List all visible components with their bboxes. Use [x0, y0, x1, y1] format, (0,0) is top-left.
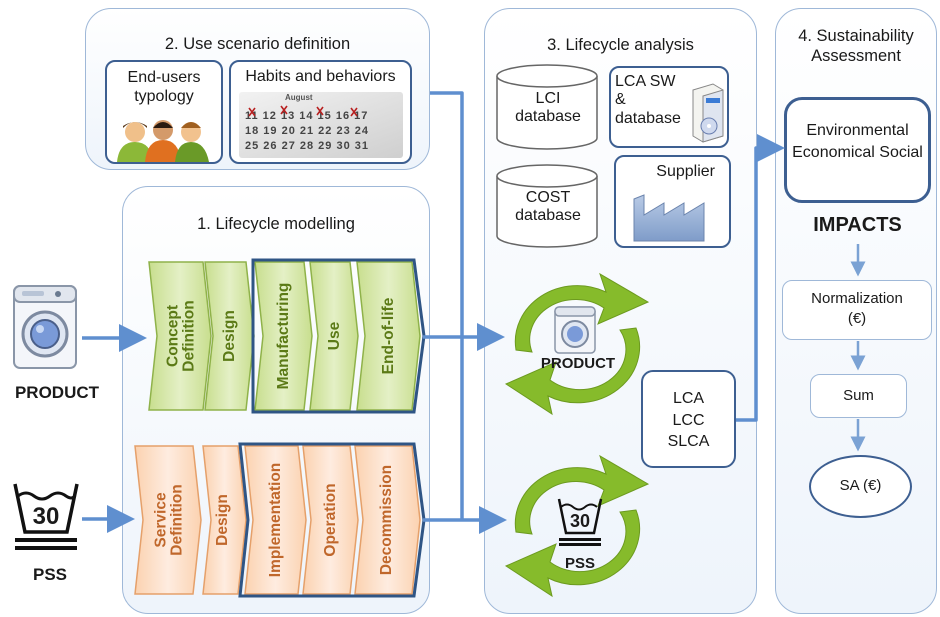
cost-database-cylinder	[496, 164, 598, 248]
end-users-label: End-users typology	[127, 69, 201, 106]
sum-label: Sum	[843, 387, 874, 404]
methods-box: LCA LCC SLCA	[641, 370, 736, 468]
calendar-row-3: 25 26 27 28 29 30 31	[245, 140, 369, 152]
product-cycle-machine-icon	[554, 306, 596, 354]
pss-use-phase-frame	[238, 442, 426, 598]
factory-icon	[633, 194, 705, 242]
supplier-box: Supplier	[614, 155, 731, 248]
pss-stage-2: Design	[213, 494, 231, 546]
pss-chevrons	[134, 445, 421, 595]
pss-stage-5: Decommission	[377, 464, 395, 576]
lci-database-label: LCI database	[515, 90, 581, 126]
habits-label: Habits and behaviors	[245, 68, 396, 85]
calendar-row-2: 18 19 20 21 22 23 24	[245, 125, 369, 137]
supplier-label: Supplier	[656, 163, 715, 180]
product-stage-5: End-of-life	[379, 297, 397, 375]
habits-box: Habits and behaviors August 11 12 13 14 …	[229, 60, 412, 164]
product-stage-3: Manufacturing	[274, 282, 292, 390]
lci-database-cylinder	[496, 64, 598, 150]
pss-label: PSS	[32, 565, 68, 584]
calendar-month: August	[285, 93, 313, 102]
product-use-phase-frame	[251, 258, 426, 414]
product-stage-2: Design	[220, 310, 238, 362]
methods-label: LCA LCC SLCA	[667, 390, 710, 451]
product-cycle-arrows	[504, 272, 650, 416]
lca-software-box: LCA SW & database	[609, 66, 729, 148]
impact-categories-box: Environmental Economical Social	[784, 97, 931, 203]
product-label: PRODUCT	[14, 383, 100, 402]
panel-title-sustainability: 4. Sustainability Assessment	[798, 27, 914, 65]
cost-database-label: COST database	[515, 189, 581, 225]
calendar-marks	[248, 105, 358, 117]
pss-cycle-arrows	[504, 454, 650, 598]
pss-cycle-temperature: 30	[569, 511, 591, 531]
pss-temperature: 30	[32, 503, 60, 530]
pss-stage-3: Implementation	[266, 462, 284, 578]
pss-cycle-label: PSS	[564, 555, 595, 572]
impact-categories-label: Environmental Economical Social	[792, 122, 923, 162]
product-stage-4: Use	[325, 321, 343, 351]
washing-machine-icon	[13, 285, 77, 369]
normalization-box: Normalization (€)	[782, 280, 932, 340]
pss-stage-4: Operation	[321, 483, 339, 557]
product-stage-1: Concept Definition	[164, 300, 198, 372]
panel-title-lifecycle-analysis: 3. Lifecycle analysis	[547, 36, 694, 54]
panel-title-lifecycle-modelling: 1. Lifecycle modelling	[197, 215, 355, 233]
lca-software-label: LCA SW & database	[615, 73, 681, 127]
pss-stage-1: Service Definition	[152, 484, 186, 556]
sum-box: Sum	[810, 374, 907, 418]
sa-result-oval: SA (€)	[809, 455, 912, 518]
normalization-label: Normalization (€)	[811, 290, 903, 328]
sa-result-label: SA (€)	[839, 477, 882, 494]
product-chevrons	[148, 261, 421, 411]
pss-cycle-wash-icon	[557, 498, 603, 546]
panel-title-use-scenario: 2. Use scenario definition	[164, 35, 351, 53]
software-box-icon	[692, 83, 724, 143]
pss-wash-icon	[13, 483, 79, 550]
calendar-row-1: 11 12 13 14 15 16 17	[245, 110, 369, 122]
calendar-image: August 11 12 13 14 15 16 17 18 19 20 21 …	[239, 92, 403, 158]
end-users-box: End-users typology	[105, 60, 223, 164]
product-cycle-label: PRODUCT	[540, 355, 616, 372]
people-icon	[117, 120, 209, 162]
impacts-label: IMPACTS	[813, 214, 902, 236]
